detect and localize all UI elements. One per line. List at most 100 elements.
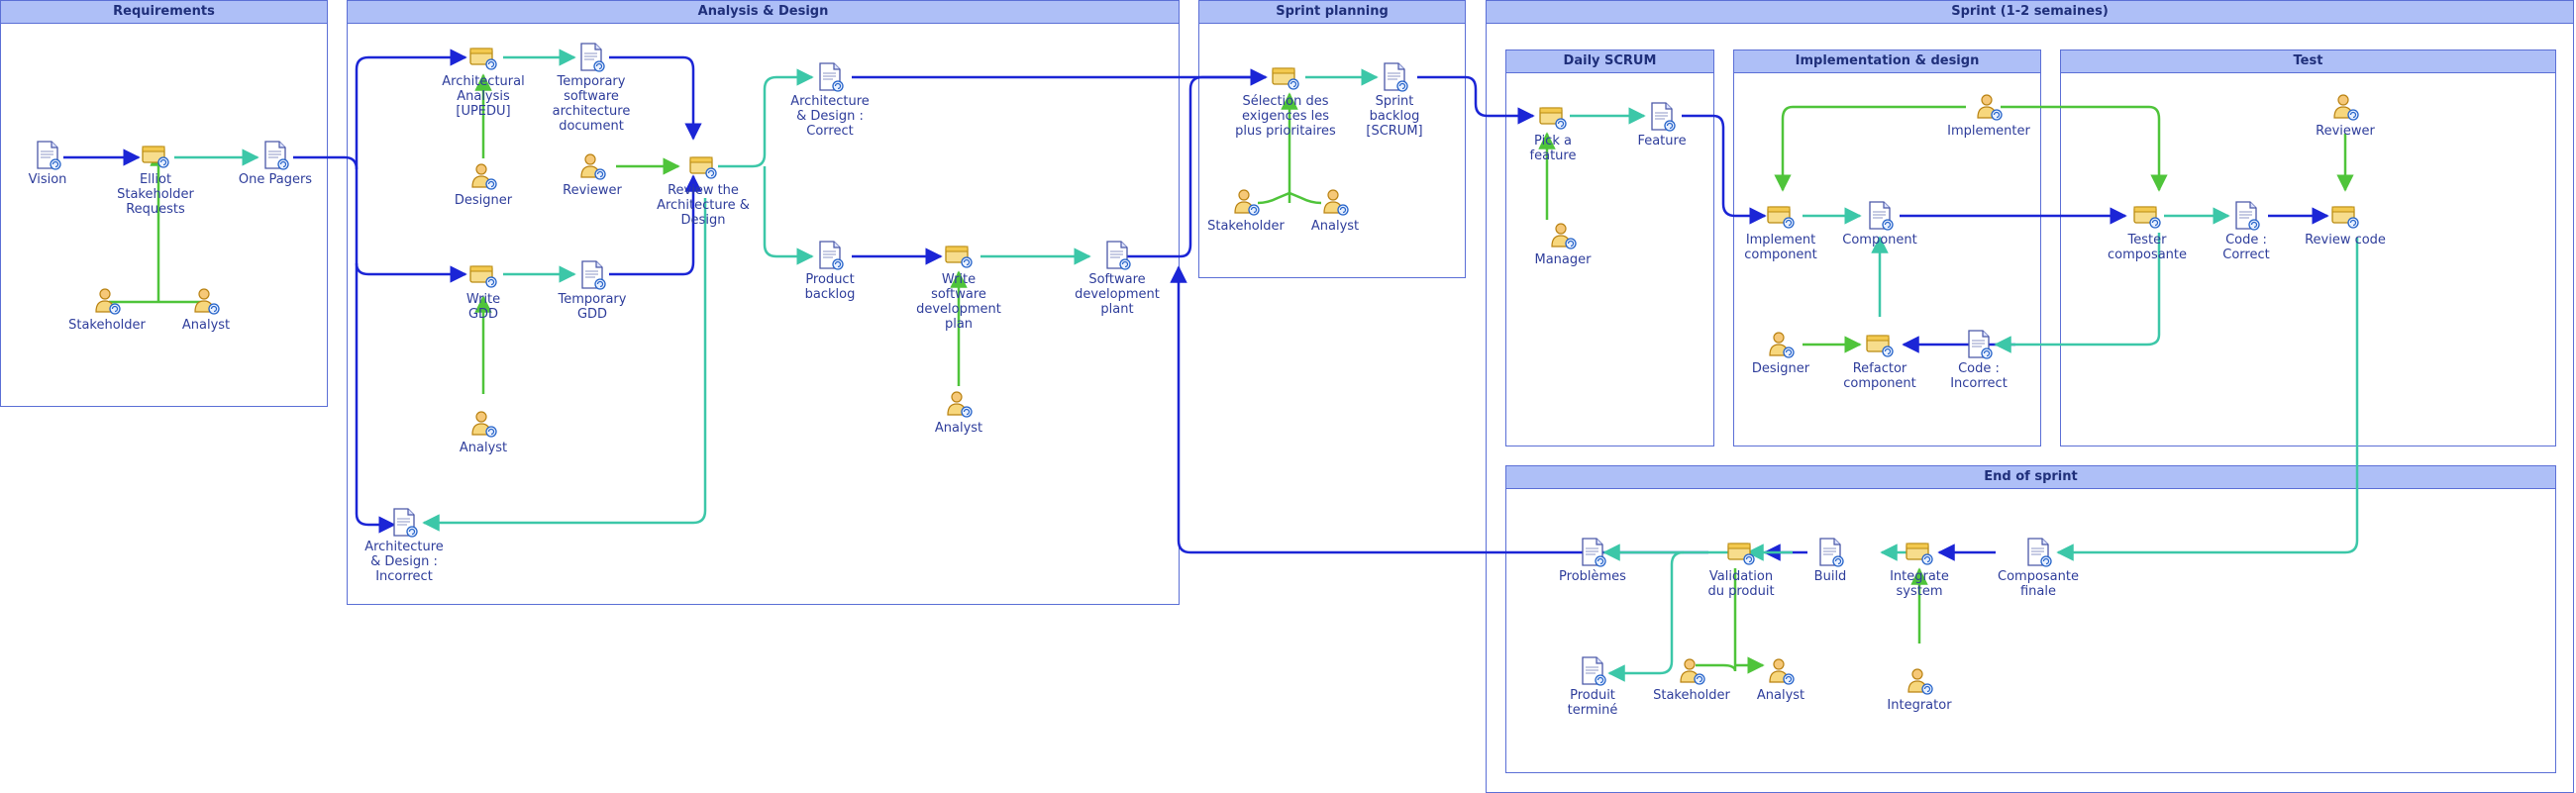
task-icon bbox=[2329, 200, 2361, 232]
person-icon bbox=[190, 285, 222, 317]
document-icon bbox=[388, 507, 420, 539]
output-connector bbox=[763, 166, 814, 265]
lane-title: Test bbox=[2061, 50, 2555, 73]
task-elliot-stakeholder-requests[interactable]: Elliot Stakeholder Requests bbox=[101, 140, 210, 217]
artifact-composante-finale[interactable]: Composante finale bbox=[1984, 537, 2093, 599]
performer-connector bbox=[1257, 191, 1322, 205]
task-selection[interactable]: Sélection des exigences les plus priorit… bbox=[1231, 61, 1340, 139]
document-icon bbox=[259, 140, 291, 171]
task-icon bbox=[140, 140, 171, 171]
role-analyst[interactable]: Analyst bbox=[152, 285, 260, 333]
artifact-ad-correct[interactable]: Architecture & Design : Correct bbox=[775, 61, 884, 139]
role-reviewer-test[interactable]: Reviewer bbox=[2291, 91, 2400, 139]
flow-connector bbox=[609, 55, 702, 141]
person-icon bbox=[1765, 655, 1797, 687]
artifact-feature[interactable]: Feature bbox=[1607, 101, 1716, 149]
artifact-temporary-gdd[interactable]: Temporary GDD bbox=[538, 259, 647, 322]
lane-sprint-planning: Sprint planning bbox=[1198, 0, 1466, 278]
task-icon bbox=[2131, 200, 2163, 232]
task-icon bbox=[1765, 200, 1797, 232]
person-icon bbox=[1230, 186, 1262, 218]
document-icon bbox=[814, 240, 846, 271]
performer-connector bbox=[1696, 568, 1763, 671]
document-icon bbox=[1577, 655, 1608, 687]
task-icon bbox=[687, 150, 719, 182]
task-icon bbox=[943, 240, 975, 271]
task-icon bbox=[467, 42, 499, 73]
artifact-vision[interactable]: Vision bbox=[0, 140, 102, 187]
task-review-architecture[interactable]: Review the Architecture & Design bbox=[649, 150, 758, 228]
task-write-gdd[interactable]: Write GDD bbox=[429, 259, 538, 322]
lane-title: Requirements bbox=[1, 1, 327, 24]
performer-connector bbox=[2001, 105, 2168, 192]
artifact-sprint-backlog[interactable]: Sprint backlog [SCRUM] bbox=[1340, 61, 1449, 139]
role-analyst-end[interactable]: Analyst bbox=[1726, 655, 1835, 703]
role-stakeholder-sp[interactable]: Stakeholder bbox=[1191, 186, 1300, 234]
document-icon bbox=[575, 42, 607, 73]
person-icon bbox=[1676, 655, 1707, 687]
task-write-sdp[interactable]: Write software development plan bbox=[904, 240, 1013, 332]
lane-title: Sprint (1-2 semaines) bbox=[1487, 1, 2573, 24]
output-connector bbox=[422, 198, 707, 532]
artifact-sdp[interactable]: Software development plant bbox=[1063, 240, 1172, 317]
person-icon bbox=[467, 408, 499, 440]
output-connector bbox=[2056, 238, 2359, 561]
role-designer[interactable]: Designer bbox=[429, 160, 538, 208]
artifact-one-pagers[interactable]: One Pagers bbox=[221, 140, 330, 187]
task-icon bbox=[1864, 329, 1896, 360]
role-analyst-sdp[interactable]: Analyst bbox=[904, 388, 1013, 436]
flow-connector bbox=[1682, 114, 1767, 225]
role-reviewer[interactable]: Reviewer bbox=[538, 150, 647, 198]
role-analyst-sp[interactable]: Analyst bbox=[1281, 186, 1390, 234]
person-icon bbox=[1547, 220, 1579, 251]
document-icon bbox=[576, 259, 608, 291]
document-icon bbox=[32, 140, 63, 171]
flow-connector bbox=[355, 262, 467, 283]
flow-connector bbox=[293, 155, 396, 534]
task-implement-component[interactable]: Implement component bbox=[1726, 200, 1835, 262]
performer-connector bbox=[1774, 105, 1966, 192]
artifact-temporary-architecture-doc[interactable]: Temporary software architecture document bbox=[537, 42, 646, 134]
role-implementer[interactable]: Implementer bbox=[1934, 91, 2043, 139]
task-architectural-analysis[interactable]: Architectural Analysis [UPEDU] bbox=[429, 42, 538, 119]
person-icon bbox=[943, 388, 975, 420]
flow-connector bbox=[355, 49, 467, 169]
task-refactor-component[interactable]: Refactor component bbox=[1825, 329, 1934, 391]
person-icon bbox=[1765, 329, 1797, 360]
artifact-product-backlog[interactable]: Product backlog bbox=[775, 240, 884, 302]
role-stakeholder-end[interactable]: Stakeholder bbox=[1637, 655, 1746, 703]
document-icon bbox=[1379, 61, 1410, 93]
task-integrate-system[interactable]: Integrate system bbox=[1865, 537, 1974, 599]
flow-connector bbox=[609, 174, 702, 276]
artifact-ad-incorrect[interactable]: Architecture & Design : Incorrect bbox=[350, 507, 459, 584]
document-icon bbox=[1646, 101, 1678, 133]
task-icon bbox=[1904, 537, 1935, 568]
lane-requirements: Requirements bbox=[0, 0, 328, 407]
task-validation-produit[interactable]: Validation du produit bbox=[1687, 537, 1796, 599]
artifact-produit-termine[interactable]: Produit terminé bbox=[1538, 655, 1647, 718]
role-analyst-gdd[interactable]: Analyst bbox=[429, 408, 538, 455]
person-icon bbox=[1319, 186, 1351, 218]
artifact-problemes[interactable]: Problèmes bbox=[1538, 537, 1647, 584]
lane-title: Analysis & Design bbox=[348, 1, 1179, 24]
artifact-code-correct[interactable]: Code : Correct bbox=[2192, 200, 2301, 262]
document-icon bbox=[1864, 200, 1896, 232]
person-icon bbox=[91, 285, 123, 317]
role-stakeholder[interactable]: Stakeholder bbox=[52, 285, 161, 333]
document-icon bbox=[1577, 537, 1608, 568]
task-icon bbox=[467, 259, 499, 291]
task-pick-feature[interactable]: Pick a feature bbox=[1498, 101, 1607, 163]
artifact-build[interactable]: Build bbox=[1776, 537, 1885, 584]
document-icon bbox=[1101, 240, 1133, 271]
flow-connector bbox=[1417, 75, 1535, 125]
lane-title: Sprint planning bbox=[1199, 1, 1465, 24]
artifact-component[interactable]: Component bbox=[1825, 200, 1934, 248]
role-designer-impl[interactable]: Designer bbox=[1726, 329, 1835, 376]
task-tester-composante[interactable]: Tester composante bbox=[2093, 200, 2202, 262]
document-icon bbox=[1963, 329, 1995, 360]
role-manager[interactable]: Manager bbox=[1508, 220, 1617, 267]
task-review-code[interactable]: Review code bbox=[2291, 200, 2400, 248]
role-integrator[interactable]: Integrator bbox=[1865, 665, 1974, 713]
artifact-code-incorrect[interactable]: Code : Incorrect bbox=[1924, 329, 2033, 391]
